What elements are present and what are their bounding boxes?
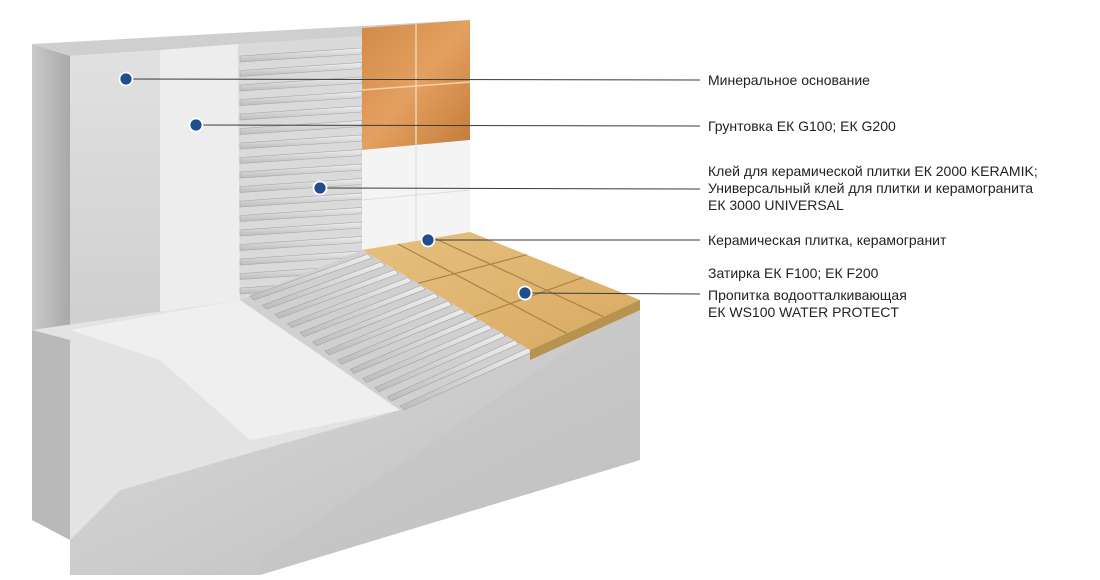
floor-ridge	[324, 300, 453, 356]
callout-ceramic-tile: Керамическая плитка, керамогранит	[708, 232, 946, 249]
floor-ridge	[286, 277, 413, 328]
adhesive-leader-line	[319, 187, 701, 190]
callout-impregnation-line-2: ЕК WS100 WATER PROTECT	[708, 304, 899, 320]
floor-adhesive-layer	[240, 250, 533, 411]
floor-ridge	[361, 324, 493, 383]
primer-marker	[188, 117, 204, 133]
callout-primer: Грунтовка ЕК G100; ЕК G200	[708, 118, 896, 135]
floor-ridge	[336, 308, 466, 365]
ceramic-tile-marker	[420, 232, 436, 248]
floor-ridge	[311, 292, 440, 347]
floor-ridge	[386, 339, 520, 402]
wall-top-edge	[32, 20, 470, 56]
callout-ceramic-tile-line-1: Керамическая плитка, керамогранит	[708, 232, 947, 248]
block-front-face	[32, 330, 70, 540]
floor-tile-grout-joints	[397, 237, 604, 334]
grout-joint	[417, 254, 527, 284]
callout-primer-line-1: Грунтовка ЕК G100; ЕК G200	[708, 118, 896, 134]
floor-tiles	[362, 232, 640, 360]
floor-ridge	[349, 316, 480, 374]
floor-adhesive-ridges	[249, 253, 533, 411]
callout-adhesive-line-3: ЕК 3000 UNIVERSAL	[708, 197, 844, 213]
wall-tile-joint-h1	[361, 81, 471, 91]
grout-joint	[397, 243, 567, 334]
block-bottom-front	[70, 300, 640, 575]
callout-impregnation: Пропитка водоотталкивающая ЕК WS100 WATE…	[708, 287, 907, 321]
callout-adhesive-line-1: Клей для керамической плитки ЕК 2000 KER…	[708, 163, 1038, 179]
impregnation-leader-line	[524, 292, 701, 295]
callout-mineral-base: Минеральное основание	[708, 72, 870, 89]
floor-ridge	[299, 284, 426, 338]
adhesive-marker	[312, 180, 328, 196]
wall-white-joint-h	[361, 189, 471, 201]
floor-ridge	[274, 269, 400, 319]
mineral-base-marker	[118, 71, 134, 87]
grout-joint	[433, 237, 604, 318]
mineral-base-leader-line	[125, 78, 701, 81]
floor-ridge	[374, 331, 506, 393]
callout-impregnation-line-1: Пропитка водоотталкивающая	[708, 287, 907, 303]
callout-markers	[118, 71, 533, 301]
wall-mineral-base	[32, 44, 70, 330]
concrete-block	[32, 20, 640, 575]
callout-mineral-base-line-1: Минеральное основание	[708, 72, 870, 88]
callout-grout: Затирка ЕК F100; ЕК F200	[708, 265, 878, 282]
floor-ridge	[249, 253, 373, 301]
block-right-side	[260, 300, 640, 575]
wall-primer-face	[160, 44, 240, 318]
wall-tiles	[361, 20, 471, 250]
primer-leader-line	[195, 124, 701, 127]
floor-primer	[70, 300, 400, 440]
leader-lines	[125, 78, 701, 295]
impregnation-marker	[517, 285, 533, 301]
callout-adhesive-line-2: Универсальный клей для плитки и керамогр…	[708, 180, 1034, 196]
callout-adhesive: Клей для керамической плитки ЕК 2000 KER…	[708, 163, 1038, 214]
floor-ridge	[261, 261, 386, 310]
callout-grout-line-1: Затирка ЕК F100; ЕК F200	[708, 265, 879, 281]
floor-tile-edge	[530, 300, 640, 360]
